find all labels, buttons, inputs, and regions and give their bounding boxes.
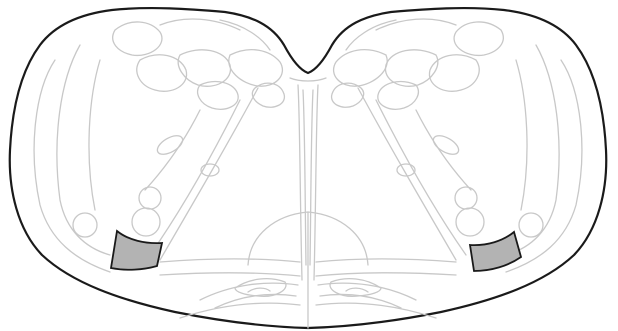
cross-section-svg — [0, 0, 618, 331]
brain-section-diagram — [0, 0, 618, 331]
